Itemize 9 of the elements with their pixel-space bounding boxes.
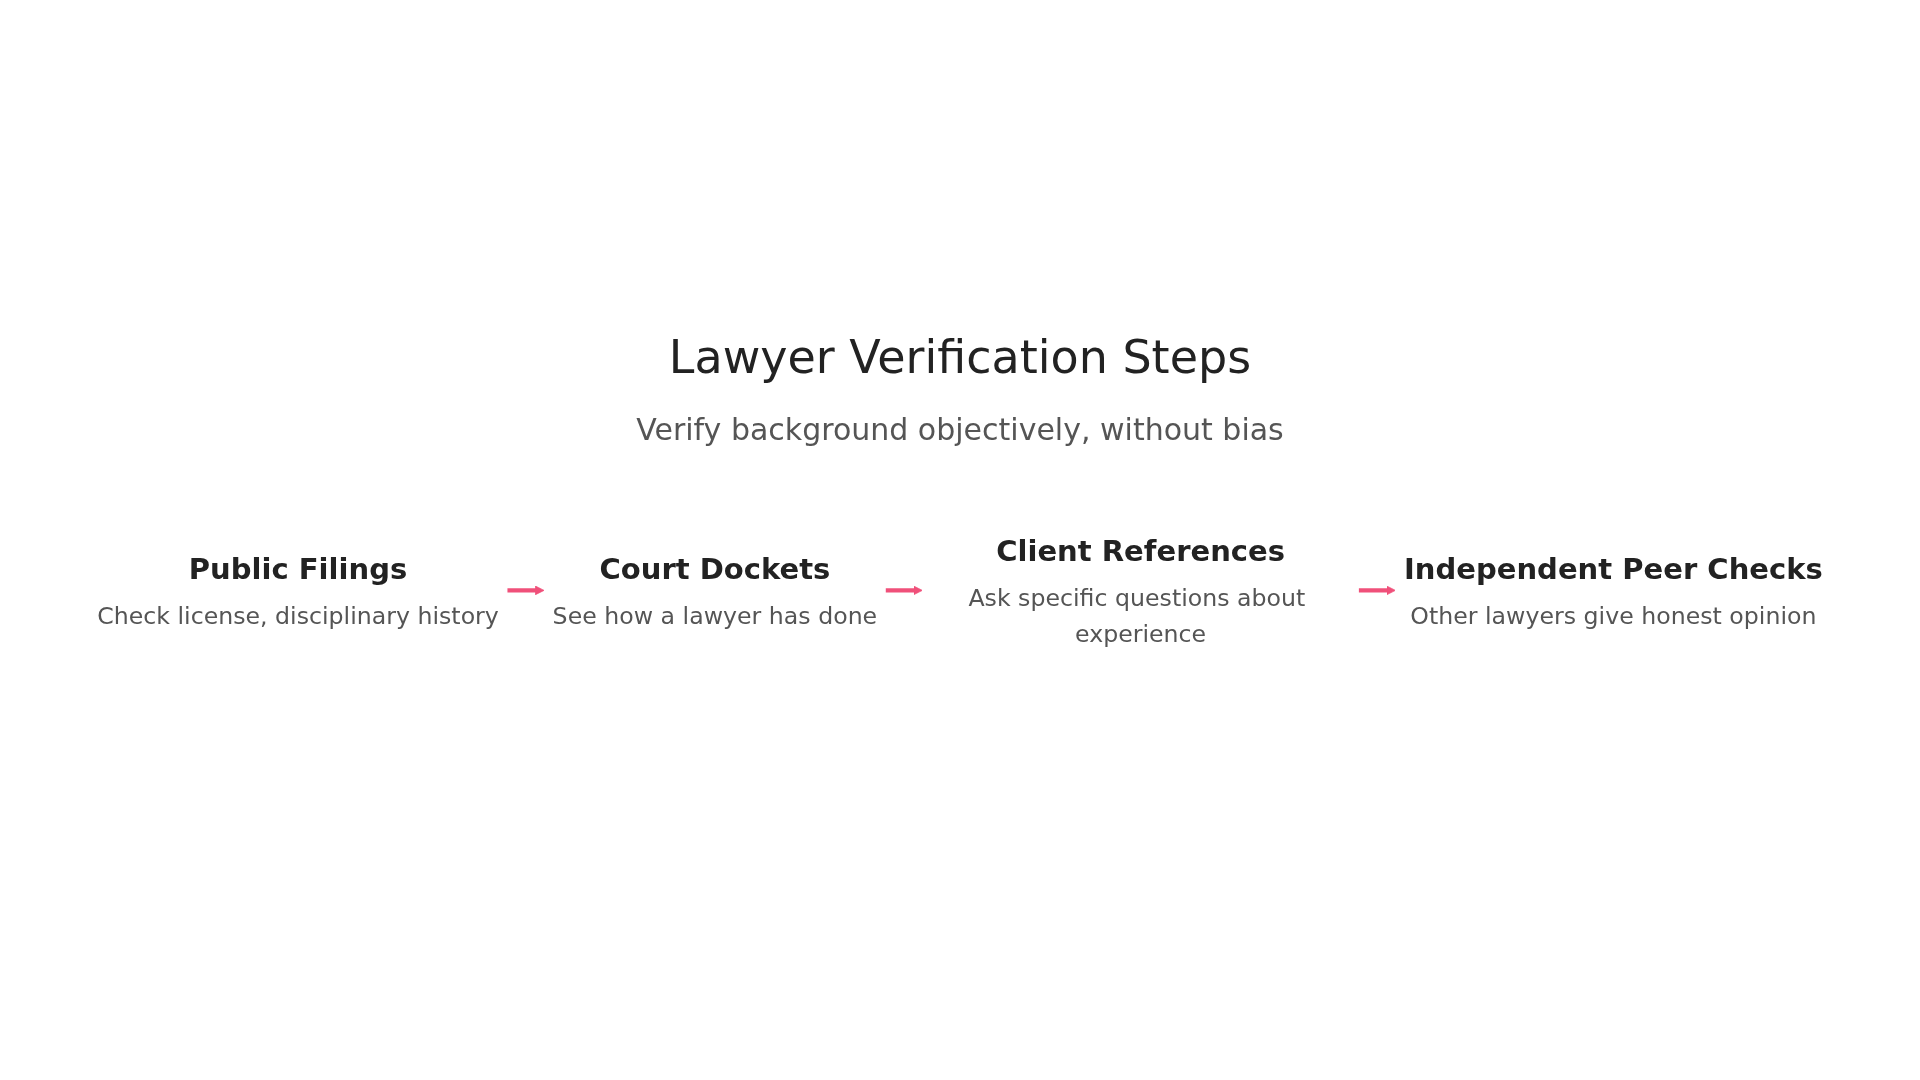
diagram-title: Lawyer Verification Steps bbox=[668, 330, 1252, 384]
subtitle: Verify background objectively, without bias bbox=[636, 412, 1284, 447]
arrow bbox=[885, 585, 923, 596]
node-text: Public Filings Check license, disciplinary history bbox=[97, 551, 499, 629]
node-text: Court Dockets See how a lawyer has done bbox=[552, 551, 878, 629]
node-text: Independent Peer Checks Other lawyers give honest opinion bbox=[1404, 551, 1823, 629]
node-text: Client References Ask specific questions about experience bbox=[968, 534, 1306, 647]
arrow bbox=[1358, 585, 1396, 596]
arrow bbox=[507, 585, 545, 596]
